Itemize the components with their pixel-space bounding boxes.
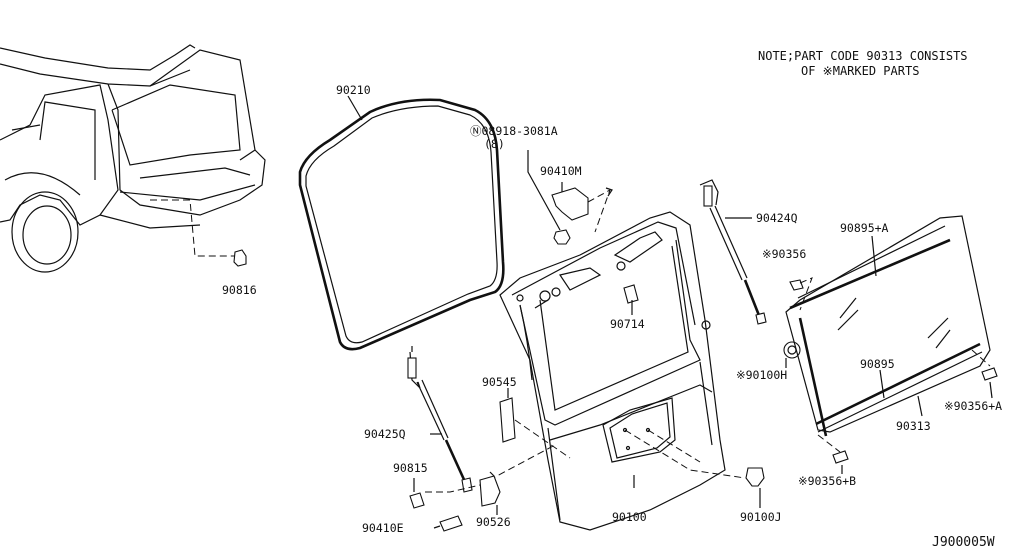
label-90714: 90714 (610, 317, 645, 331)
clip-90356b-shape (832, 450, 849, 464)
label-90425q: 90425Q (364, 427, 406, 441)
label-90815: 90815 (393, 461, 428, 475)
stay-90424q-shape (699, 179, 767, 325)
back-door-panel-90100-shape (499, 211, 726, 531)
hinge-90526-shape (479, 475, 501, 507)
label-90100: 90100 (612, 510, 647, 524)
fastener-90356-shape (789, 279, 804, 291)
bumper-rubber-90815-shape (409, 492, 425, 509)
grommet-90100h-shape (783, 341, 801, 359)
diagram-code: J900005W (932, 535, 995, 550)
label-90313: 90313 (896, 419, 931, 433)
note-line-1: NOTE;PART CODE 90313 CONSISTS (758, 49, 968, 63)
vehicle-rear-illustration (0, 44, 266, 273)
nut-shape (553, 229, 571, 245)
glass-90313-shape (785, 215, 991, 437)
label-90816: 90816 (222, 283, 257, 297)
label-bolt-qty: (8) (484, 137, 505, 151)
label-90895: 90895 (860, 357, 895, 371)
label-90545: 90545 (482, 375, 517, 389)
label-90100h: ※90100H (736, 368, 787, 382)
lock-90410m-shape (551, 187, 589, 221)
fastener-90356a-shape (981, 367, 998, 381)
clip-90100j-shape (745, 467, 765, 487)
note-line-2: OF ※MARKED PARTS (801, 64, 920, 78)
label-90356a: ※90356+A (944, 399, 1002, 413)
label-90895a: 90895+A (840, 221, 889, 235)
weatherstrip-90210-shape (298, 98, 505, 351)
label-90424q: 90424Q (756, 211, 798, 225)
label-90210: 90210 (336, 83, 371, 97)
label-bolt-code: Ⓝ08918-3081A (470, 124, 558, 138)
label-90526: 90526 (476, 515, 511, 529)
handle-90714-shape (623, 284, 639, 304)
label-90356b: ※90356+B (798, 474, 856, 488)
bolt-90410e-shape (439, 515, 463, 532)
label-90410m: 90410M (540, 164, 582, 178)
seal-pad-90545-shape (499, 397, 516, 443)
label-90100j: 90100J (740, 510, 782, 524)
label-90410e: 90410E (362, 521, 404, 535)
bumper-pad-90816-shape (233, 249, 247, 267)
label-90356: ※90356 (762, 247, 806, 261)
